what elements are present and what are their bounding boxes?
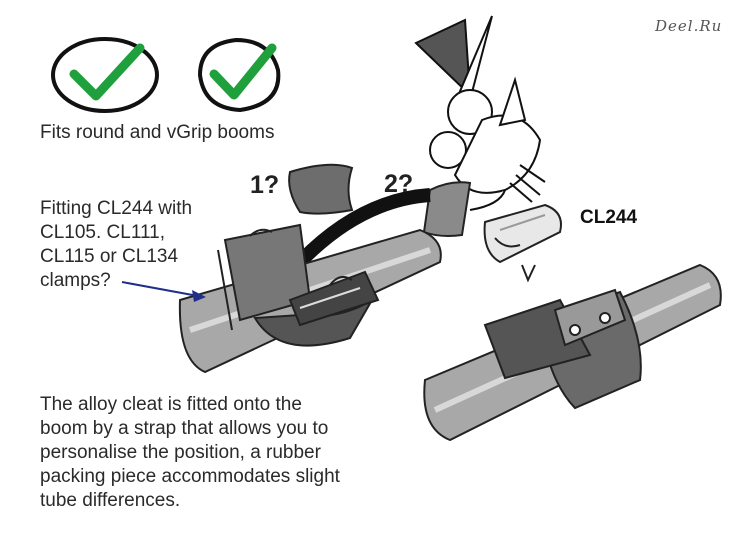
description-line: tube differences. [40, 490, 181, 511]
description: The alloy cleat is fitted onto the boom … [40, 393, 440, 513]
fitting-question-line: CL115 or CL134 [40, 246, 179, 267]
fitting-question-line: Fitting CL244 with [40, 198, 193, 219]
scissors-icon [414, 15, 546, 211]
left-boom [178, 223, 442, 374]
step-1-label: 1? [250, 171, 280, 199]
step-2-label: 2? [384, 170, 414, 198]
fits-caption: Fits round and vGrip booms [40, 122, 275, 143]
fitting-question-line: clamps? [40, 270, 111, 291]
description-line: The alloy cleat is fitted onto the [40, 394, 302, 415]
product-label: CL244 [580, 207, 638, 228]
right-boom [423, 263, 722, 442]
description-line: boom by a strap that allows you to [40, 418, 329, 439]
watermark: Deel.Ru [655, 17, 723, 35]
rubber-piece-icon [288, 163, 472, 237]
description-line: personalise the position, a rubber [40, 442, 321, 463]
pointer-arrow [121, 281, 206, 302]
check-vgrip-icon [197, 37, 281, 113]
fitting-question: Fitting CL244 with CL105. CL111, CL115 o… [40, 197, 230, 293]
description-line: packing piece accommodates slight [40, 466, 340, 487]
cleat-icon [483, 203, 562, 283]
check-round-icon [51, 37, 159, 113]
fitting-question-line: CL105. CL111, [40, 222, 165, 243]
